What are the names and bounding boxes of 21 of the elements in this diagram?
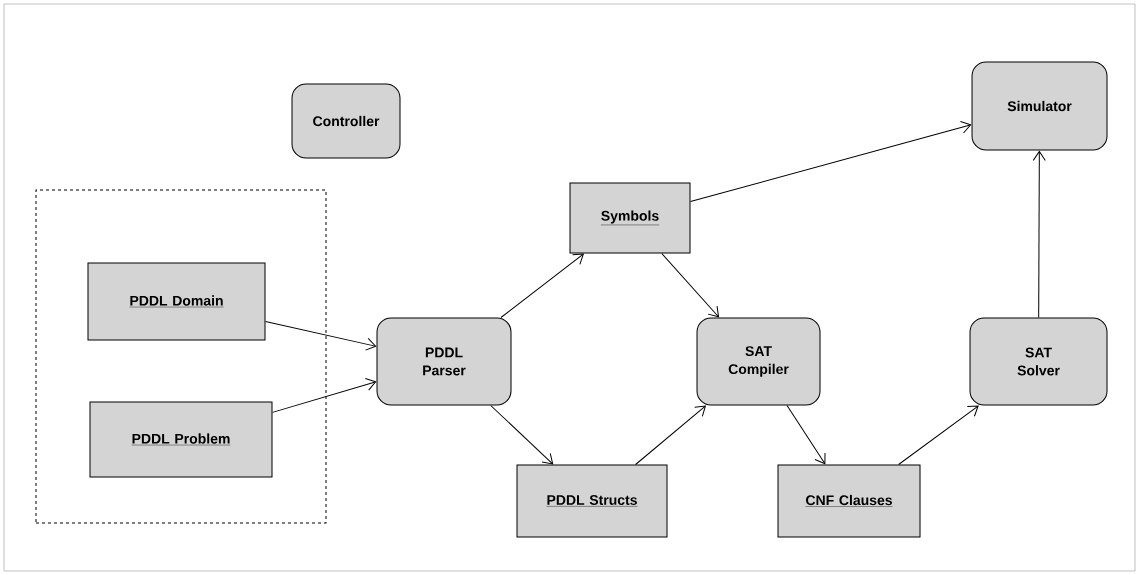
process-box: Simulator [971, 61, 1108, 151]
arrow [690, 120, 972, 203]
object-box: Symbols [569, 182, 691, 254]
object-box: PDDL Structs [516, 464, 668, 538]
arrow [490, 405, 554, 465]
arrow [786, 405, 826, 465]
arrow [265, 320, 377, 351]
object-box: CNF Clauses [777, 464, 921, 538]
object-box: PDDL Domain [87, 262, 266, 341]
dashed-group-box [35, 189, 327, 524]
process-box: SAT Compiler [696, 317, 821, 406]
arrow [1032, 150, 1046, 318]
arrow [661, 253, 720, 318]
arrow [898, 405, 979, 465]
arrow [500, 253, 584, 318]
process-box: Controller [291, 83, 401, 159]
process-box: SAT Solver [969, 317, 1108, 406]
arrow [635, 405, 706, 465]
process-box: PDDL Parser [376, 317, 512, 406]
object-box: PDDL Problem [89, 401, 273, 478]
arrow [272, 378, 377, 413]
